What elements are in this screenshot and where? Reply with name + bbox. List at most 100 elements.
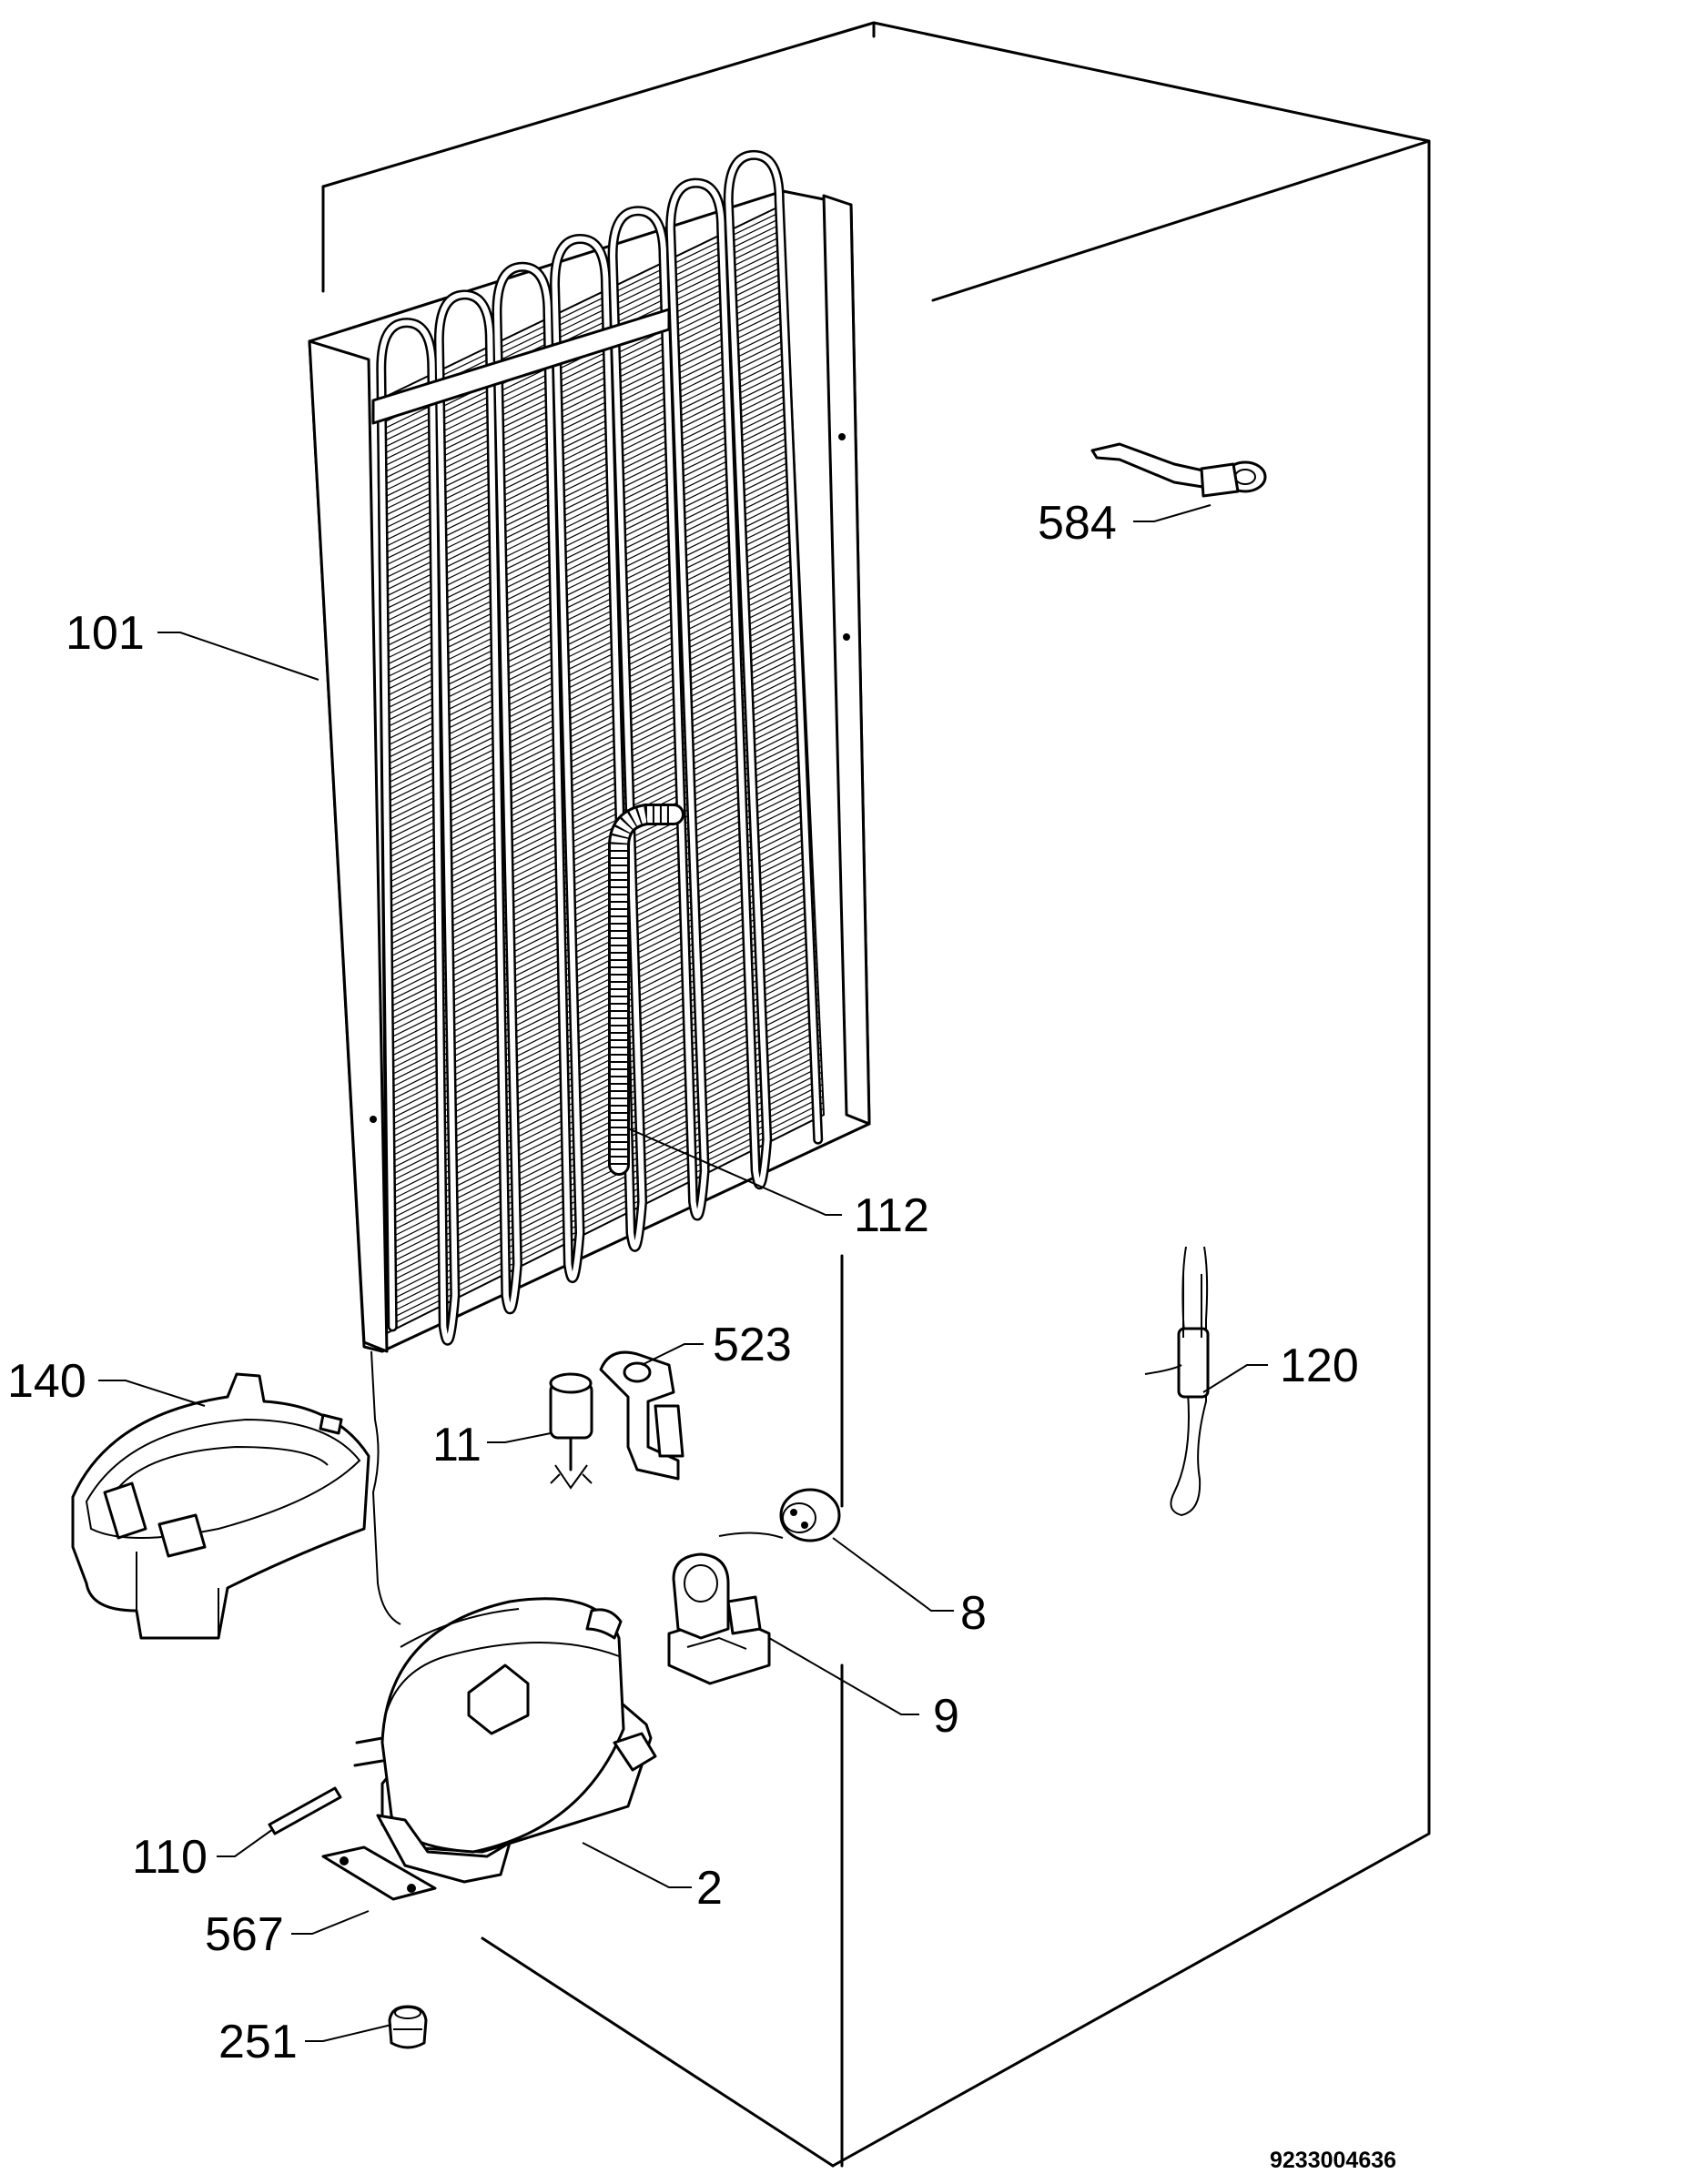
capillary-tube: [370, 1350, 401, 1625]
drain-hose-112: [608, 804, 684, 1176]
condenser-fin: [380, 470, 796, 675]
callout-101: 101: [66, 607, 145, 660]
condenser-fin: [382, 707, 806, 917]
condenser-fin: [380, 556, 799, 762]
condenser-fin: [380, 465, 796, 669]
condenser-fin: [380, 459, 795, 662]
condenser-fin: [380, 525, 798, 731]
condenser-fin: [381, 616, 802, 824]
condenser-fin: [379, 319, 788, 520]
start-relay-11: [549, 1372, 593, 1490]
condenser-fin: [380, 501, 796, 706]
condenser-fin: [379, 368, 791, 570]
condenser-fin: [380, 538, 798, 743]
pin-110: [268, 1786, 342, 1835]
condenser-fin: [379, 338, 789, 538]
grommet-251: [388, 2005, 428, 2049]
thermostat-probe-120: [1144, 1246, 1210, 1517]
condenser-fin: [380, 586, 801, 794]
clamp-9: [667, 1552, 771, 1685]
condenser-fin: [380, 440, 794, 644]
callout-8: 8: [960, 1587, 987, 1640]
condenser-fin: [380, 422, 794, 625]
condenser-fin: [380, 477, 796, 682]
callout-110: 110: [132, 1831, 208, 1884]
callout-11: 11: [432, 1419, 482, 1471]
condenser-fin: [380, 531, 798, 737]
condenser-fin: [381, 665, 805, 874]
condenser-fin: [380, 550, 799, 756]
condenser-fin: [380, 434, 794, 638]
condenser-fin: [378, 313, 788, 513]
condenser-fin: [380, 580, 800, 787]
condenser-fin: [382, 732, 807, 943]
condenser-fin: [378, 307, 788, 507]
condenser-fin: [379, 349, 790, 551]
condenser-fin: [381, 598, 801, 805]
condenser-fin: [379, 361, 791, 563]
condenser-fin: [382, 689, 806, 899]
condenser-fin: [381, 629, 803, 836]
callout-523: 523: [713, 1319, 792, 1371]
condenser-fin: [382, 695, 806, 905]
condenser-fin: [379, 379, 791, 581]
thermostat-bracket-584: [1090, 442, 1267, 498]
condenser-fin: [380, 568, 800, 774]
condenser-fin: [380, 561, 799, 768]
condenser-fin: [380, 416, 793, 619]
relay-clip-523: [599, 1350, 684, 1481]
condenser-fin: [382, 702, 806, 911]
cabinet-outline: [321, 21, 1431, 2168]
condenser-fin: [381, 671, 805, 880]
condenser-fin: [380, 507, 797, 713]
condenser-fin: [378, 277, 786, 476]
condenser-fin: [381, 652, 804, 862]
condenser-fin: [380, 447, 795, 650]
condenser-fin: [380, 483, 796, 687]
condenser-fin: [381, 611, 802, 818]
condenser-fin: [378, 301, 788, 500]
condenser-fin: [381, 634, 803, 843]
condenser-fin: [380, 520, 797, 724]
condenser-fin: [379, 374, 791, 575]
condenser-fin: [381, 677, 805, 886]
callout-140: 140: [7, 1355, 86, 1408]
callout-9: 9: [933, 1690, 959, 1743]
condenser-fin: [380, 410, 793, 612]
callout-120: 120: [1280, 1340, 1359, 1392]
condenser-fin: [381, 622, 802, 831]
condenser-tube-loop: [378, 152, 821, 1343]
condenser-fin: [381, 659, 804, 868]
condenser-fin: [381, 647, 804, 855]
callout-251: 251: [218, 2016, 298, 2068]
callout-labels: 584 101 112 523 140 120 11 8 9 110 2 567…: [7, 497, 1396, 2173]
callout-584: 584: [1038, 497, 1117, 550]
condenser-fin: [378, 270, 786, 470]
condenser-101: [308, 149, 871, 1353]
condenser-tube: [376, 149, 824, 1346]
condenser-fin: [380, 495, 796, 700]
callout-2: 2: [696, 1862, 723, 1915]
condenser-fin: [380, 429, 794, 632]
condenser-fin: [379, 392, 792, 594]
callout-567: 567: [205, 1908, 284, 1961]
condenser-fin: [379, 343, 790, 544]
compressor-2: [353, 1597, 657, 1884]
callout-112: 112: [854, 1189, 929, 1242]
condenser-fin: [382, 738, 807, 948]
condenser-fin: [380, 513, 797, 719]
compressor-tray-140: [71, 1372, 370, 1640]
condenser-fin: [380, 574, 800, 781]
condenser-fin: [379, 331, 789, 532]
document-number: 9233004636: [1270, 2148, 1396, 2173]
condenser-fin: [377, 210, 784, 408]
condenser-fin: [379, 404, 793, 607]
condenser-fin: [381, 641, 803, 849]
condenser-fin: [382, 713, 806, 924]
condenser-fin: [379, 356, 790, 557]
condenser-fin: [379, 325, 789, 526]
condenser-fin: [378, 283, 787, 482]
condenser-fin: [382, 743, 807, 955]
plate-567: [321, 1845, 437, 1901]
condenser-fin: [378, 295, 787, 495]
